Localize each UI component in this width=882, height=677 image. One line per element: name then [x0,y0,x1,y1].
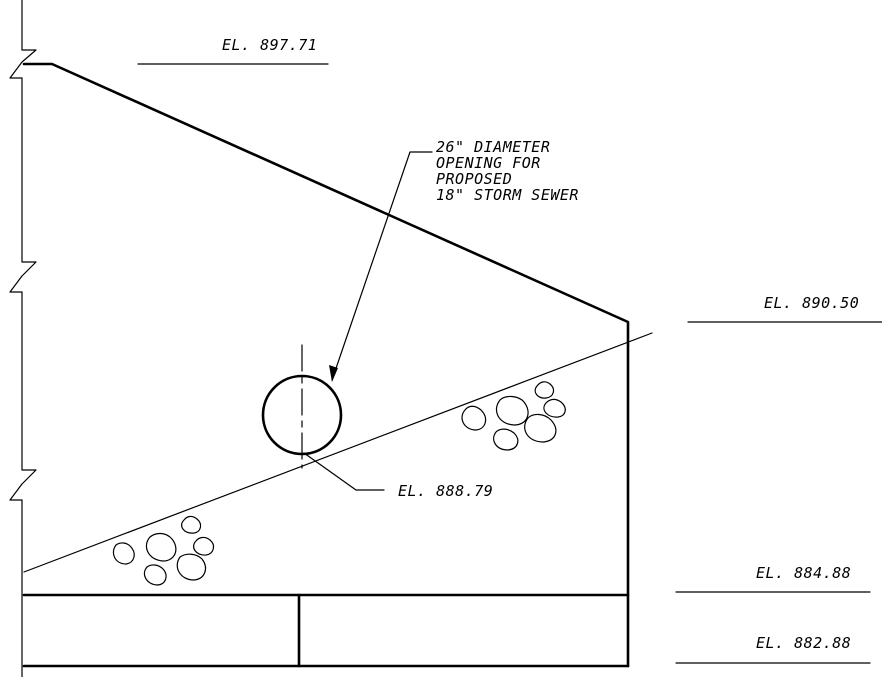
note-line-1: 26" DIAMETER [436,138,550,156]
el-pipe-invert-label: EL. 888.79 [398,482,493,500]
riprap-stones-right [461,381,566,451]
el-footing-bottom-label: EL. 882.88 [756,634,851,652]
invert-leader-line [303,452,385,491]
note-line-4: 18" STORM SEWER [436,186,579,204]
note-leader-arrowhead [329,365,338,382]
left-break-line [9,0,37,677]
note-line-3: PROPOSED [436,170,512,188]
note-line-2: OPENING FOR [436,154,541,172]
note-leader-line [331,151,433,381]
el-footing-top-label: EL. 884.88 [756,564,851,582]
wall-top-outline [22,62,630,668]
grade-slope-line [23,332,653,573]
el-right-high-label: EL. 890.50 [764,294,859,312]
riprap-stones-left [112,515,215,586]
el-top-label: EL. 897.71 [222,36,317,54]
